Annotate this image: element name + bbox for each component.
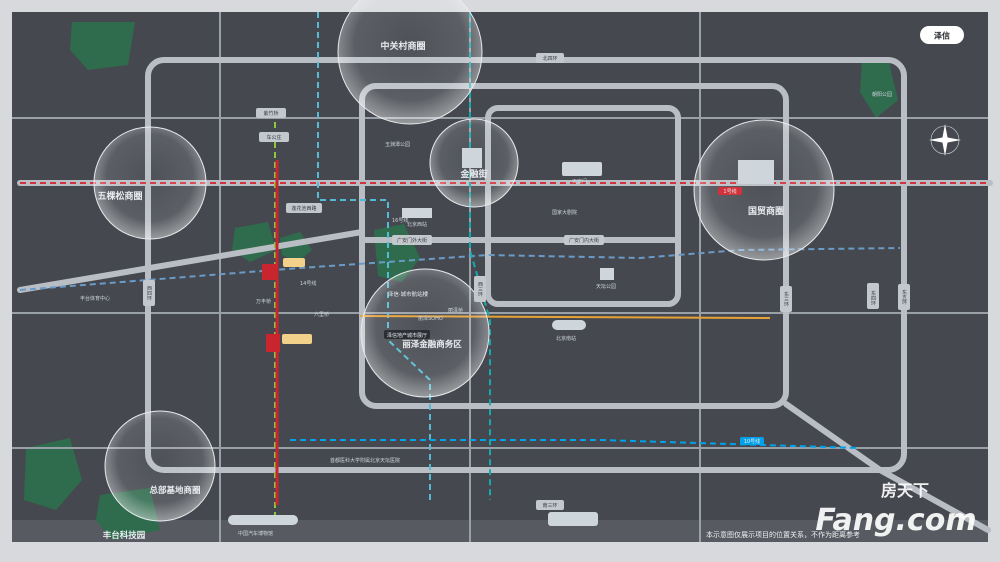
label-metro-14: 14号线 [300, 280, 316, 287]
landmark-icons [228, 148, 774, 526]
west-station-icon [402, 208, 432, 218]
poi-car-museum: 中国汽车博物馆 [238, 530, 273, 537]
label-wukesong: 五棵松商圈 [97, 190, 142, 202]
label-west-3rd-ring: 西三环 [477, 282, 483, 298]
second-ring-road [485, 105, 681, 307]
project-marker [262, 258, 312, 352]
brand-logo: 泽信 [920, 26, 964, 44]
guomao-bubble [693, 119, 835, 261]
label-east-5th-ring: 东五环 [901, 289, 907, 306]
poi-west-station: 北京西站 [407, 221, 427, 228]
label-metro-1: 1号线 [723, 188, 736, 195]
label-project-tag: 泽信地产城市展厅 [387, 332, 427, 339]
zhongguancun-bubble [337, 0, 483, 125]
street-labels: 广安门外大街 广安门内大街 莲花池西路 紫竹桥 车公庄 [256, 108, 604, 245]
label-guanganmen-inner: 广安门内大街 [569, 237, 599, 244]
district-bubbles [93, 0, 835, 522]
label-project-name: 泽信·城市航站楼 [388, 290, 429, 298]
poi-south-station: 北京南站 [556, 335, 576, 342]
watermark: 房天下 Fang.com [815, 481, 976, 538]
fourth-ring-road [145, 57, 907, 473]
daxing-airport-icon [548, 512, 598, 526]
label-guanganmen-outer: 广安门外大街 [397, 237, 427, 244]
label-east-3rd-ring: 东三环 [783, 291, 789, 308]
logo-text: 泽信 [934, 31, 950, 41]
poi-tiantan-hospital: 首都医科大学附属北京天坛医院 [330, 457, 400, 464]
label-jinrongjie: 金融街 [459, 168, 487, 180]
label-zhongguancun: 中关村商圈 [380, 40, 425, 52]
bottom-fade [12, 520, 988, 542]
disclaimer-text: 本示意图仅展示项目的位置关系，不作为距离参考 [706, 530, 860, 539]
label-south-3rd-ring: 南三环 [542, 502, 557, 509]
metro-line-14 [19, 247, 901, 291]
label-ziyu: 紫竹桥 [263, 110, 278, 117]
guomao-tower-icon [738, 160, 774, 184]
label-guomao: 国贸商圈 [748, 205, 784, 217]
financial-street-icon [462, 148, 482, 168]
wukesong-bubble [93, 126, 207, 240]
label-fengtai-headquarters: 总部基地商圈 [149, 485, 200, 496]
poi-lize-bridge: 丽泽桥 [448, 307, 463, 314]
label-fengtai-tech: 丰台科技园 [103, 530, 146, 541]
label-east-4th-ring: 东四环 [870, 290, 876, 307]
tiantan-icon [600, 268, 614, 280]
tiananmen-icon [562, 162, 602, 176]
car-museum-icon [228, 515, 298, 525]
poi-yuyuantan: 玉渊潭公园 [385, 141, 410, 148]
southeast-diagonal-road [783, 401, 991, 533]
label-lize: 丽泽金融商务区 [402, 339, 462, 350]
poi-chaoyang-park: 朝阳公园 [872, 91, 892, 98]
label-north-4th-ring: 北四环 [542, 55, 557, 62]
poi-labels: 玉渊潭公园 北京西站 天安门 国家大剧院 北京南站 天坛公园 丽泽SOHO 丽泽… [80, 91, 892, 537]
label-metro-10: 10号线 [744, 438, 760, 445]
fengtai-headquarters-bubble [104, 410, 216, 522]
district-labels: 中关村商圈 五棵松商圈 金融街 国贸商圈 丽泽金融商务区 总部基地商圈 丰台科技… [97, 40, 784, 541]
label-chegongzhuang: 车公庄 [266, 134, 281, 141]
label-metro-16: 16号线 [392, 217, 408, 224]
compass-icon [929, 124, 961, 156]
poi-tiananmen: 天安门 [572, 178, 587, 185]
poi-lize-soho: 丽泽SOHO [418, 315, 443, 322]
ring-road-labels: 北四环 东四环 东三环 西三环 西四环 东五环 南三环 [143, 53, 910, 510]
poi-fengtai-sports: 丰台体育中心 [80, 295, 110, 302]
watermark-url: Fang.com [815, 503, 976, 538]
disclaimer: 本示意图仅展示项目的位置关系，不作为距离参考 [706, 530, 860, 539]
south-station-icon [552, 320, 586, 330]
project-labels: 泽信·城市航站楼 泽信地产城市展厅 14号线 16号线 10号线 1号线 [300, 187, 764, 445]
poi-liuli-bridge: 六里桥 [314, 311, 329, 318]
watermark-brand: 房天下 [881, 481, 929, 500]
metro-line-16 [317, 12, 431, 500]
label-west-4th-ring: 西四环 [146, 286, 152, 302]
poi-national-theater: 国家大剧院 [552, 209, 577, 216]
southwest-diagonal-road [17, 229, 365, 293]
poi-tiantan: 天坛公园 [596, 283, 616, 290]
metro-line-10 [290, 439, 861, 449]
label-lianhuachi-west: 莲花池西路 [291, 205, 316, 212]
poi-wanfeng-bridge: 万丰桥 [256, 298, 271, 305]
